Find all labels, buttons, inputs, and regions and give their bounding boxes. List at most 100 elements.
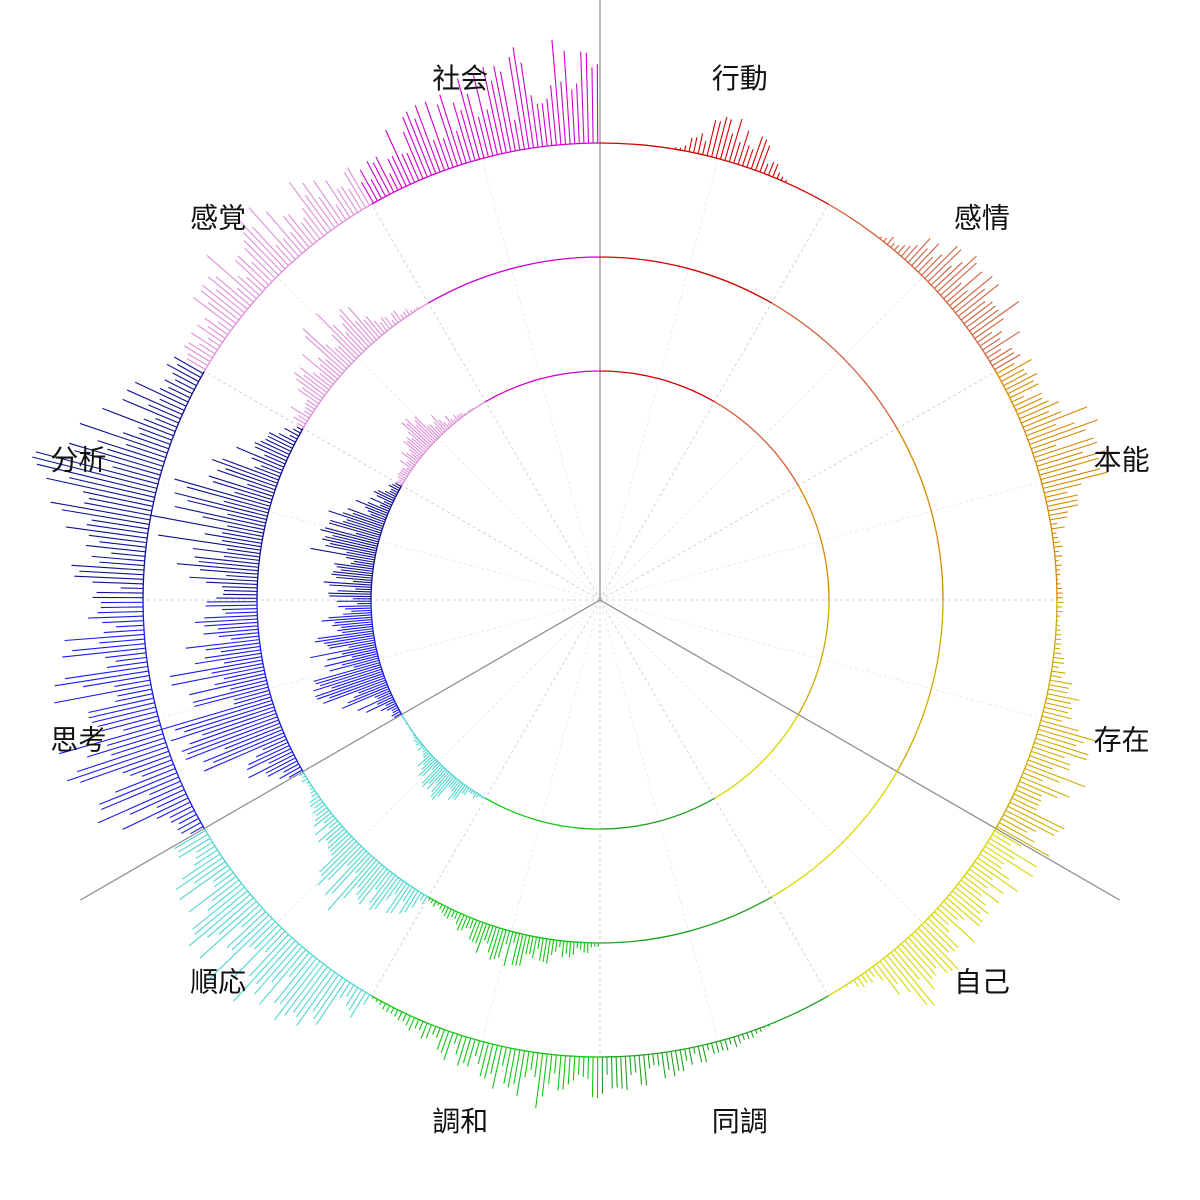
bar-outer-s10-11 [85, 544, 146, 553]
bar-middle-s7-26 [503, 931, 514, 966]
bar-outer-s12-37 [512, 47, 530, 149]
bar-outer-s3-10 [1015, 397, 1043, 411]
bar-outer-s5-5 [984, 845, 1034, 878]
bar-middle-s10-12 [223, 555, 260, 561]
bar-middle-s10-49 [289, 434, 298, 440]
bar-outer-s11-21 [237, 275, 260, 296]
bar-outer-s1-33 [746, 148, 754, 168]
bar-middle-s9-8 [246, 748, 292, 771]
bar-outer-s11-14 [200, 290, 240, 321]
bar-outer-s11-3 [184, 345, 211, 363]
bar-middle-s7-49 [437, 902, 440, 906]
bar-outer-s2-36 [952, 275, 993, 310]
bar-outer-s4-37 [1026, 763, 1086, 788]
bar-outer-s7-39 [420, 1022, 428, 1039]
bar-outer-s9-30 [88, 702, 155, 719]
bar-outer-s5-9 [974, 861, 1019, 892]
bar-middle-s8-46 [310, 790, 316, 794]
bar-outer-s3-11 [1017, 400, 1049, 416]
bar-outer-s8-46 [181, 853, 221, 880]
bar-middle-s11-4 [290, 406, 310, 419]
bar-outer-s3-21 [1034, 437, 1094, 458]
bar-middle-s7-10 [565, 941, 568, 954]
bar-outer-s11-20 [206, 255, 257, 300]
bar-outer-s3-5 [1005, 372, 1038, 391]
bar-outer-s9-8 [122, 797, 189, 830]
bar-inner-s9-14 [347, 686, 389, 704]
ring-arc-outer-6 [599, 995, 829, 1058]
bar-inner-s11-37 [453, 419, 457, 423]
bar-outer-s11-19 [236, 287, 254, 303]
bar-outer-s9-38 [64, 665, 148, 680]
bar-outer-s10-33 [79, 422, 168, 454]
bar-outer-s3-24 [1038, 450, 1106, 472]
ring-arc-outer-9 [142, 599, 205, 829]
bar-outer-s3-15 [1024, 406, 1088, 433]
bar-inner-s10-28 [328, 522, 380, 538]
bar-inner-s8-19 [430, 773, 452, 798]
bar-inner-s8-15 [450, 779, 459, 790]
bar-outer-s9-17 [129, 759, 173, 776]
bar-outer-s7-36 [435, 1027, 441, 1038]
sector-label-4: 存在 [1094, 723, 1150, 756]
bar-outer-s12-48 [576, 83, 580, 144]
ring-arc-outer-12 [371, 142, 601, 205]
bar-outer-s11-42 [304, 194, 332, 231]
sector-label-6: 同調 [712, 1105, 768, 1138]
bar-outer-s10-8 [99, 561, 145, 567]
bar-outer-s8-51 [177, 833, 209, 853]
bar-middle-s11-32 [339, 308, 372, 345]
bar-outer-s3-27 [1041, 468, 1101, 485]
bar-middle-s8-28 [319, 838, 355, 873]
bar-outer-s5-13 [963, 875, 1000, 904]
bar-outer-s10-34 [122, 432, 169, 450]
bar-inner-s9-21 [331, 670, 383, 689]
bar-outer-s9-41 [105, 652, 147, 659]
bar-middle-s8-37 [323, 815, 334, 824]
bar-inner-s8-3 [479, 795, 482, 798]
bar-middle-s7-27 [505, 930, 511, 945]
bar-outer-s7-38 [425, 1024, 433, 1039]
bar-middle-s9-31 [214, 673, 266, 686]
bar-middle-s11-28 [333, 325, 362, 355]
bar-outer-s7-49 [381, 1003, 387, 1010]
bar-inner-s9-10 [357, 694, 392, 712]
bar-middle-s10-40 [236, 446, 284, 468]
bar-outer-s10-47 [164, 379, 193, 395]
bar-middle-s11-33 [354, 320, 375, 343]
ring-circles [142, 142, 1058, 1058]
bar-middle-s9-37 [194, 652, 262, 665]
bar-outer-s10-46 [168, 386, 191, 399]
bar-middle-s8-52 [299, 772, 305, 777]
bar-outer-s2-27 [924, 245, 958, 279]
bar-outer-s8-43 [179, 864, 229, 901]
bar-outer-s5-16 [955, 886, 990, 915]
bar-outer-s11-11 [217, 321, 231, 332]
bar-outer-s10-27 [112, 466, 160, 481]
bar-inner-s11-38 [453, 414, 459, 421]
bar-outer-s10-19 [84, 502, 152, 516]
bar-middle-s9-27 [194, 686, 269, 708]
bar-outer-s4-12 [1053, 652, 1062, 655]
bar-middle-s9-32 [223, 669, 265, 680]
bar-outer-s11-48 [336, 188, 355, 216]
bar-inner-s9-12 [374, 690, 390, 698]
bar-inner-s9-15 [353, 683, 388, 699]
bar-middle-s11-41 [391, 319, 396, 326]
bar-middle-s10-51 [292, 428, 301, 434]
bar-outer-s5-2 [991, 833, 1011, 846]
bar-outer-s1-39 [772, 163, 779, 178]
bar-outer-s2-20 [900, 245, 911, 257]
bar-middle-s11-6 [305, 406, 314, 413]
bar-outer-s6-41 [652, 1053, 655, 1066]
bar-outer-s9-11 [97, 784, 183, 824]
bar-middle-s9-2 [279, 766, 301, 780]
bar-middle-s8-44 [309, 795, 320, 804]
bar-outer-s12-12 [406, 152, 420, 181]
ring-arc-inner-12 [485, 370, 601, 403]
bar-middle-s7-48 [439, 904, 443, 910]
bar-outer-s8-38 [207, 883, 243, 912]
bar-middle-s9-43 [218, 632, 259, 638]
bar-outer-s12-5 [372, 162, 391, 195]
bar-middle-s10-32 [247, 483, 275, 494]
